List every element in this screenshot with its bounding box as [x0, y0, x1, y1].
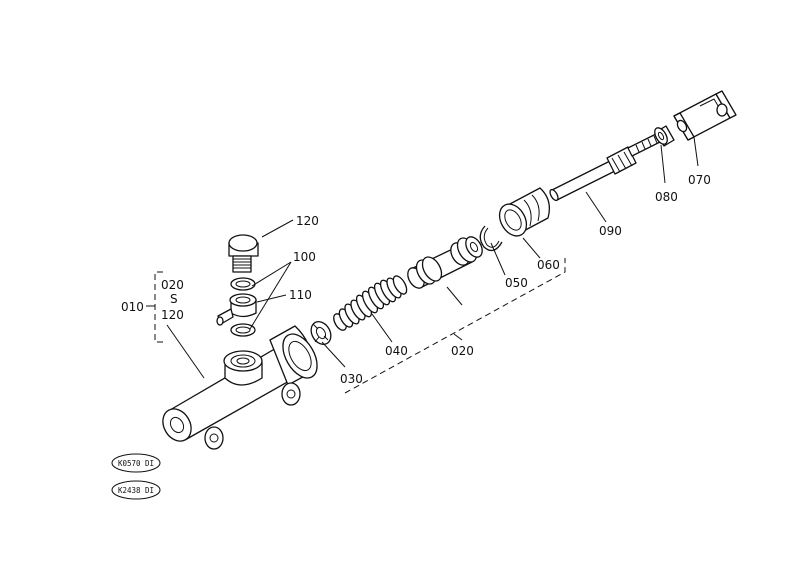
reference-code-2: K2438 DI — [111, 480, 161, 500]
label-020-range-start: 020 — [161, 278, 184, 292]
label-080: 080 — [655, 190, 678, 204]
label-040: 040 — [385, 344, 408, 358]
connector-110 — [216, 293, 257, 326]
clevis-070 — [673, 90, 737, 141]
plug-120 — [228, 234, 259, 273]
boot-060 — [498, 187, 551, 237]
label-110: 110 — [289, 288, 312, 302]
washer-100-upper — [230, 277, 256, 291]
piston-assembly-020 — [407, 236, 483, 289]
label-050: 050 — [505, 276, 528, 290]
snap-ring-050 — [479, 225, 503, 252]
label-030: 030 — [340, 372, 363, 386]
retainer-030 — [310, 321, 332, 345]
label-060: 060 — [537, 258, 560, 272]
label-120-range-end: 120 — [161, 308, 184, 322]
label-020: 020 — [451, 344, 474, 358]
label-090: 090 — [599, 224, 622, 238]
washer-100-lower — [230, 323, 256, 337]
label-120: 120 — [296, 214, 319, 228]
reference-code-1-text: K0570 DI — [118, 459, 154, 468]
label-range-separator: S — [170, 292, 178, 306]
label-100: 100 — [293, 250, 316, 264]
cylinder-body-010 — [162, 325, 318, 450]
push-rod-090 — [549, 131, 665, 202]
assembly-010-bracket — [154, 271, 163, 343]
assembly-020-boundary — [344, 258, 566, 394]
leader-lines — [166, 136, 699, 379]
reference-code-1: K0570 DI — [111, 453, 161, 473]
spring-040 — [333, 275, 408, 331]
label-070: 070 — [688, 173, 711, 187]
lock-nut-080 — [654, 125, 675, 147]
label-010: 010 — [121, 300, 144, 314]
reference-code-2-text: K2438 DI — [118, 486, 154, 495]
